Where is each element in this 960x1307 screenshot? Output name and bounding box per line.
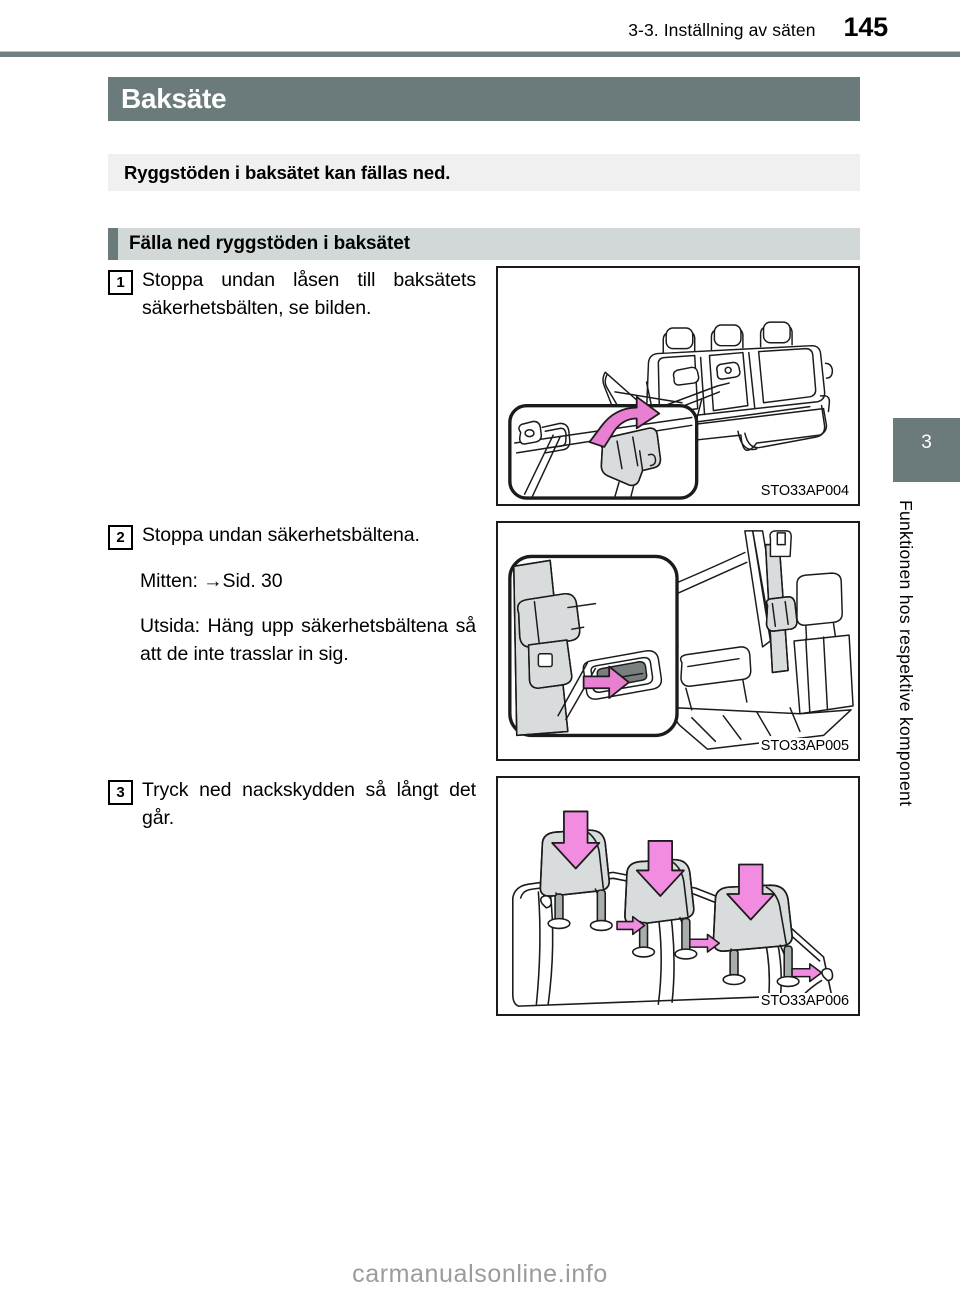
chapter-number-tab: 3 xyxy=(893,418,960,482)
figure-2-code: STO33AP005 xyxy=(758,738,851,754)
step-1-line: 1 Stoppa undan låsen till baksätets säke… xyxy=(108,266,476,322)
subsection-accent-bar xyxy=(108,228,118,260)
step-2-detail-outer: Utsida: Häng upp säkerhetsbältena så att… xyxy=(140,615,476,665)
step-3-instruction: Tryck ned nackskydden så långt det går. xyxy=(142,779,476,829)
page-number: 145 xyxy=(843,12,889,42)
figure-2-illustration xyxy=(508,530,854,750)
step-1-text-column: 1 Stoppa undan låsen till baksätets säke… xyxy=(108,266,476,322)
step-2-instruction: Stoppa undan säkerhetsbältena. xyxy=(142,524,420,546)
section-title-bar: Baksäte xyxy=(108,77,860,121)
site-watermark: carmanualsonline.info xyxy=(352,1260,608,1288)
figure-1-illustration xyxy=(508,321,834,500)
figure-3-illustration xyxy=(512,810,834,1007)
content-column: Baksäte Ryggstöden i baksätet kan fällas… xyxy=(108,77,860,260)
step-number-badge-1: 1 xyxy=(108,270,133,295)
step-1-instruction: Stoppa undan låsen till baksätets säkerh… xyxy=(142,269,476,319)
page-running-head: 3-3. Inställning av säten 145 xyxy=(0,0,960,57)
header-divider-rule xyxy=(0,51,960,57)
header-section-label: 3-3. Inställning av säten xyxy=(628,20,816,40)
subsection-header-bar: Fälla ned ryggstöden i baksätet xyxy=(108,228,860,260)
subsection-title: Fälla ned ryggstöden i baksätet xyxy=(129,233,410,254)
figure-2-belt-tongue-holder: STO33AP005 xyxy=(496,521,860,761)
step-3-line: 3 Tryck ned nackskydden så långt det går… xyxy=(108,776,476,832)
running-head-inner: 3-3. Inställning av säten 145 xyxy=(628,12,888,43)
chapter-side-title: Funktionen hos respektive komponent xyxy=(896,500,916,807)
step-2-line: 2 Stoppa undan säkerhetsbältena. xyxy=(108,521,476,550)
step-number-badge-2: 2 xyxy=(108,525,133,550)
step-2-detail-center: Mitten: →Sid. 30 xyxy=(140,570,283,592)
step-number-badge-3: 3 xyxy=(108,780,133,805)
intro-text: Ryggstöden i baksätet kan fällas ned. xyxy=(124,161,451,183)
step-2-text-column: 2 Stoppa undan säkerhetsbältena. Mitten:… xyxy=(108,521,476,668)
figure-3-code: STO33AP006 xyxy=(758,993,851,1009)
step-3-text-column: 3 Tryck ned nackskydden så långt det går… xyxy=(108,776,476,832)
figure-1-code: STO33AP004 xyxy=(758,483,851,499)
figure-3-headrests-push-down: STO33AP006 xyxy=(496,776,860,1016)
figure-1-rear-seat-belt-latches: STO33AP004 xyxy=(496,266,860,506)
page-title: Baksäte xyxy=(121,83,227,114)
intro-callout-box: Ryggstöden i baksätet kan fällas ned. xyxy=(108,154,860,191)
